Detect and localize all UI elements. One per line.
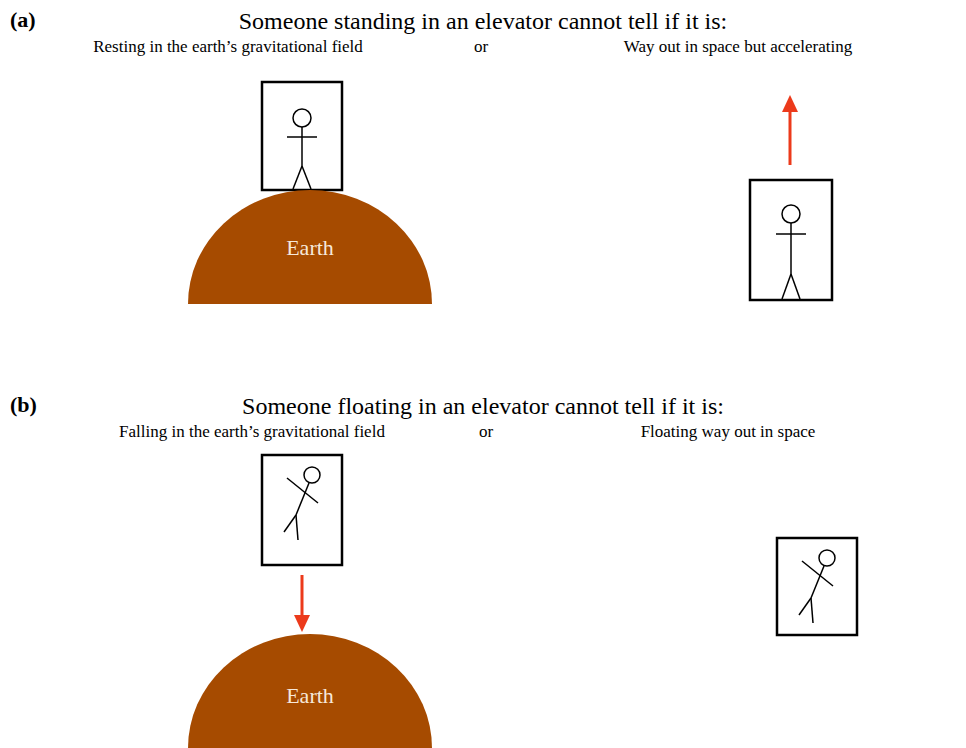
- panel-letter: (a): [10, 8, 36, 32]
- panel-letter: (b): [10, 393, 37, 417]
- elevator: [777, 538, 857, 635]
- earth-fill: [188, 634, 432, 748]
- caption-text: or: [474, 38, 488, 57]
- caption-text: Resting in the earth’s gravitational fie…: [93, 38, 363, 57]
- stick-figure: [776, 205, 806, 299]
- caption-text: or: [479, 423, 493, 442]
- caption-text: Someone standing in an elevator cannot t…: [239, 8, 728, 34]
- caption-text: Way out in space but accelerating: [624, 38, 853, 57]
- earth-shape: Earth: [188, 634, 432, 748]
- stick-figure: [287, 109, 317, 189]
- caption-text: Floating way out in space: [641, 423, 816, 442]
- caption-text: Falling in the earth’s gravitational fie…: [119, 423, 385, 442]
- earth-label: Earth: [188, 684, 432, 708]
- falling-arrow: [294, 575, 310, 632]
- earth-label: Earth: [188, 236, 432, 260]
- acceleration-arrow: [782, 95, 798, 165]
- elevator: [750, 180, 832, 300]
- elevator: [262, 455, 342, 565]
- earth-shape: Earth: [188, 190, 432, 304]
- elevator: [262, 82, 342, 190]
- earth-fill: [188, 190, 432, 304]
- caption-text: Someone floating in an elevator cannot t…: [242, 393, 724, 419]
- floating-figure: [284, 467, 320, 540]
- floating-figure: [799, 550, 835, 623]
